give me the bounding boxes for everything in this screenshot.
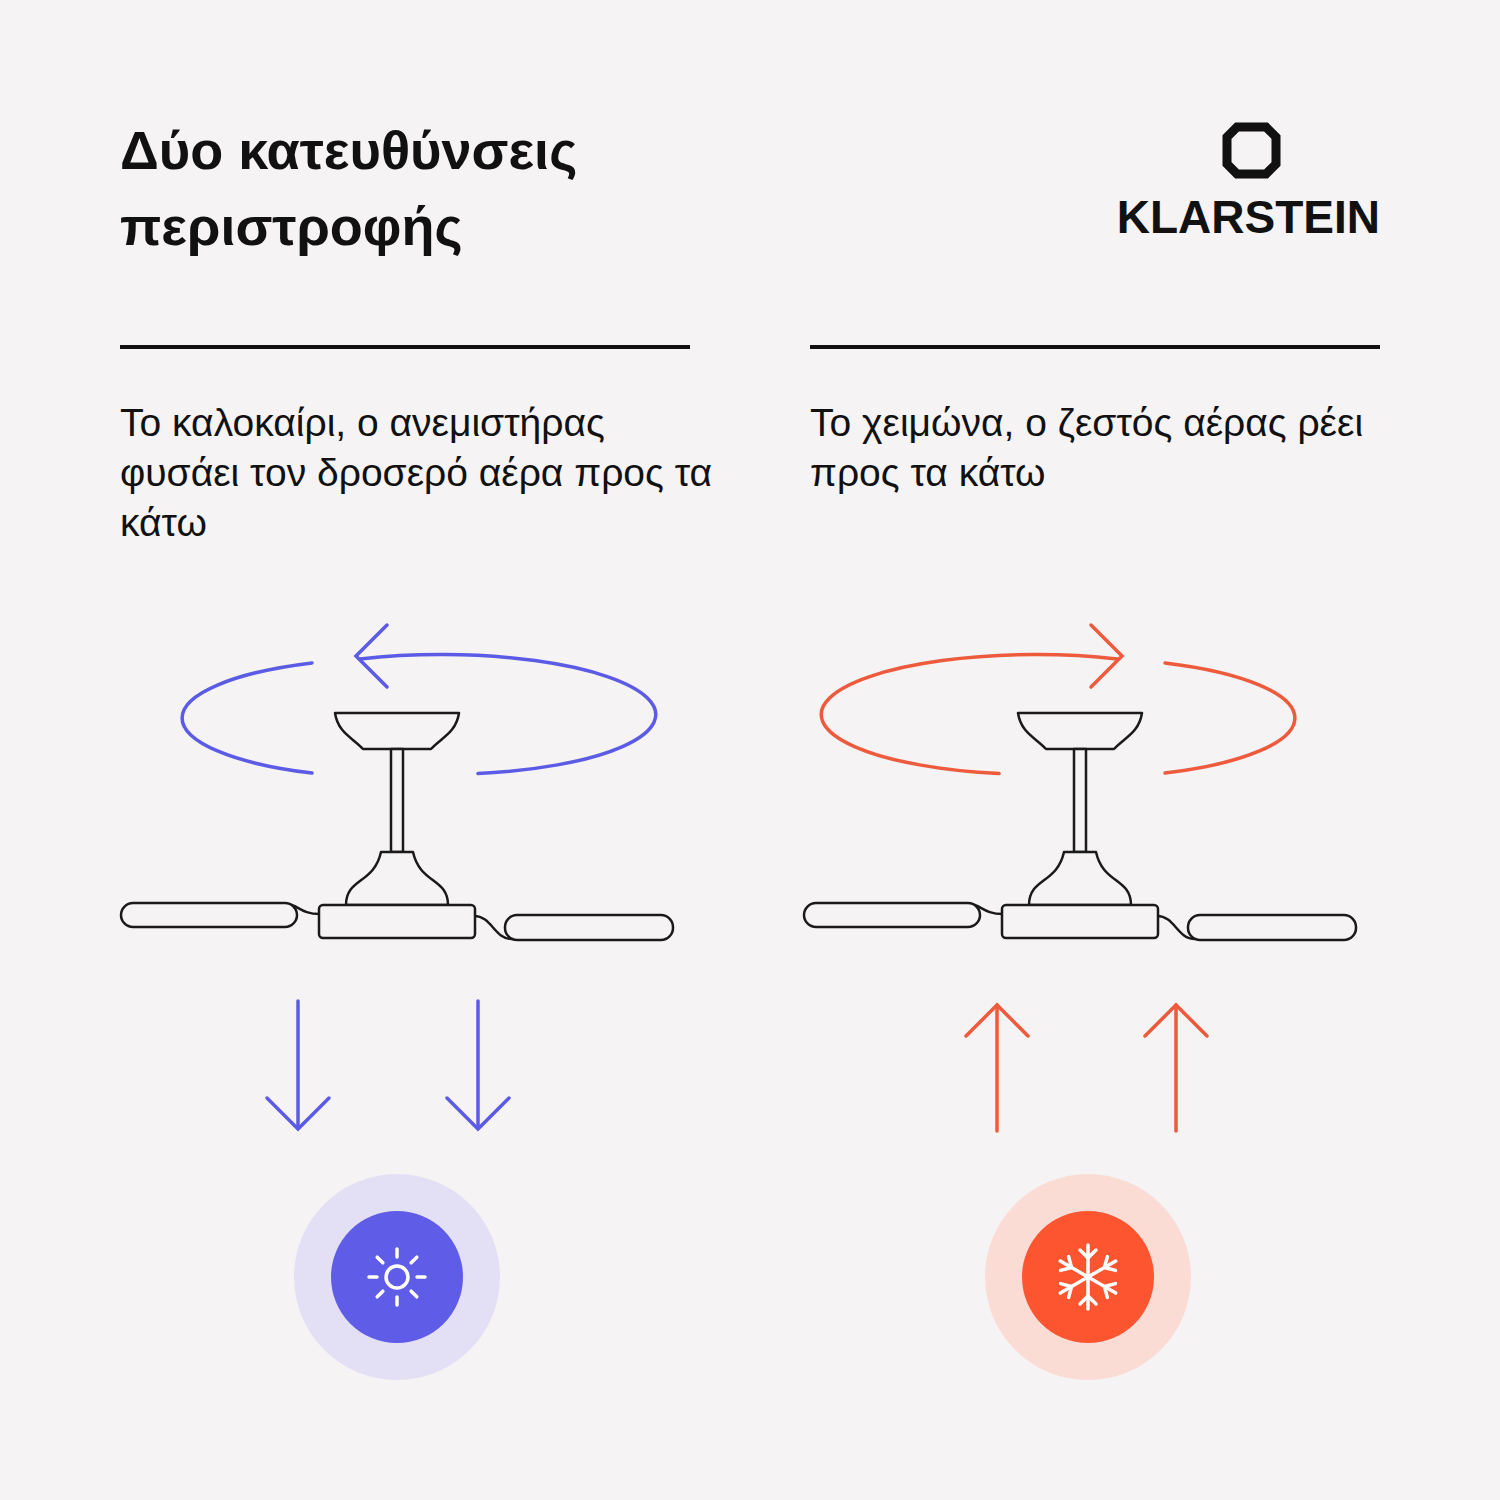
ceiling-fan (804, 713, 1356, 940)
airflow-arrow (966, 1005, 1207, 1131)
airflow-line (296, 1001, 300, 1128)
sun-ray (395, 1297, 399, 1305)
sun-ray (411, 1257, 417, 1263)
caption: Το καλοκαίρι, ο ανεμιστήρας φυσάει τον δ… (120, 398, 730, 548)
badge-halo (985, 1174, 1191, 1380)
title: Δύο κατευθύνσεις περιστροφής (120, 112, 820, 264)
arrow-head (356, 625, 387, 687)
divider-rule (810, 345, 1380, 349)
sun-core (386, 1266, 408, 1288)
sun-icon (369, 1249, 425, 1305)
sun-ray (377, 1257, 383, 1263)
logo-mark (1227, 127, 1276, 174)
airflow-line (476, 1001, 480, 1128)
sun-ray (417, 1275, 425, 1279)
badge-halo (294, 1174, 500, 1380)
arrow-head (966, 1005, 1028, 1036)
sun-ray (377, 1291, 383, 1297)
rotation-arrow (182, 625, 656, 774)
badge (331, 1211, 463, 1343)
sun-ray (411, 1291, 417, 1297)
airflow-line (995, 1005, 999, 1131)
divider-rule (120, 345, 690, 349)
sun-ray (369, 1275, 377, 1279)
caption: Το χειμώνα, ο ζεστός αέρας ρέει προς τα … (810, 398, 1410, 498)
badge (1022, 1211, 1154, 1343)
ceiling-fan (121, 713, 673, 940)
airflow-line (1174, 1005, 1178, 1131)
arrow-head (447, 1098, 509, 1129)
airflow-arrow (267, 1001, 509, 1129)
snowflake-icon (1056, 1245, 1119, 1309)
rotation-arc (1165, 663, 1295, 773)
rotation-arrow (821, 625, 1295, 774)
brand-name: KLARSTEIN (1117, 190, 1380, 244)
snowflake-arm (1056, 1254, 1092, 1284)
rotation-arc (182, 663, 312, 773)
arrow-head (1145, 1005, 1207, 1036)
arrow-head (267, 1098, 329, 1129)
sun-ray (395, 1249, 399, 1257)
arrow-head (1091, 625, 1122, 687)
